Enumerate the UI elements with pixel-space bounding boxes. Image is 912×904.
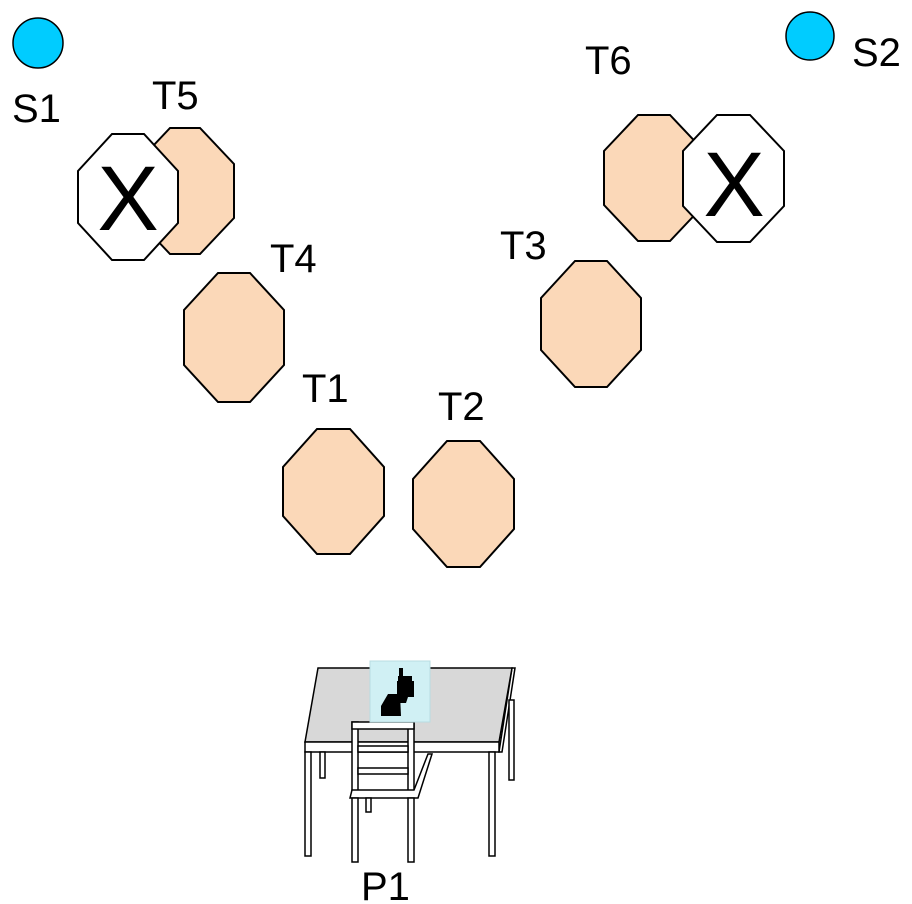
- target-t6-label: T6: [585, 39, 632, 83]
- target-t1: T1: [282, 367, 385, 555]
- steel-s2-disc: [785, 11, 835, 61]
- target-t6: T6: [585, 39, 705, 242]
- pistol-icon: [381, 668, 414, 716]
- target-t5-label: T5: [152, 74, 199, 118]
- start-position-label: P1: [361, 865, 410, 904]
- no-shoot-ns2-mark: X: [703, 134, 764, 236]
- target-t3-octagon: [540, 260, 642, 388]
- target-t6-octagon: [603, 114, 705, 242]
- no-shoot-ns2: X: [682, 114, 785, 243]
- target-t4: T4: [183, 237, 317, 403]
- start-position-p1: P1: [304, 660, 516, 904]
- pistol-box: [369, 660, 431, 723]
- chair-icon: [349, 721, 434, 863]
- target-t3-label: T3: [500, 224, 547, 268]
- target-t2-octagon: [412, 440, 515, 568]
- steel-s1: S1: [12, 17, 64, 131]
- target-t3: T3: [500, 224, 642, 388]
- target-t2-label: T2: [438, 385, 485, 429]
- no-shoot-ns1: X: [77, 133, 179, 261]
- target-t2: T2: [412, 385, 515, 568]
- steel-s2: S2: [785, 11, 901, 75]
- steel-s1-label: S1: [12, 87, 61, 131]
- no-shoot-ns1-octagon: [77, 133, 179, 261]
- target-t4-octagon: [183, 272, 285, 403]
- target-t1-label: T1: [302, 367, 349, 411]
- steel-s1-disc: [12, 17, 64, 69]
- steel-s2-label: S2: [852, 31, 901, 75]
- no-shoot-ns2-octagon: [682, 114, 785, 243]
- target-t4-label: T4: [270, 237, 317, 281]
- no-shoot-ns1-mark: X: [97, 148, 158, 250]
- target-t1-octagon: [282, 428, 385, 555]
